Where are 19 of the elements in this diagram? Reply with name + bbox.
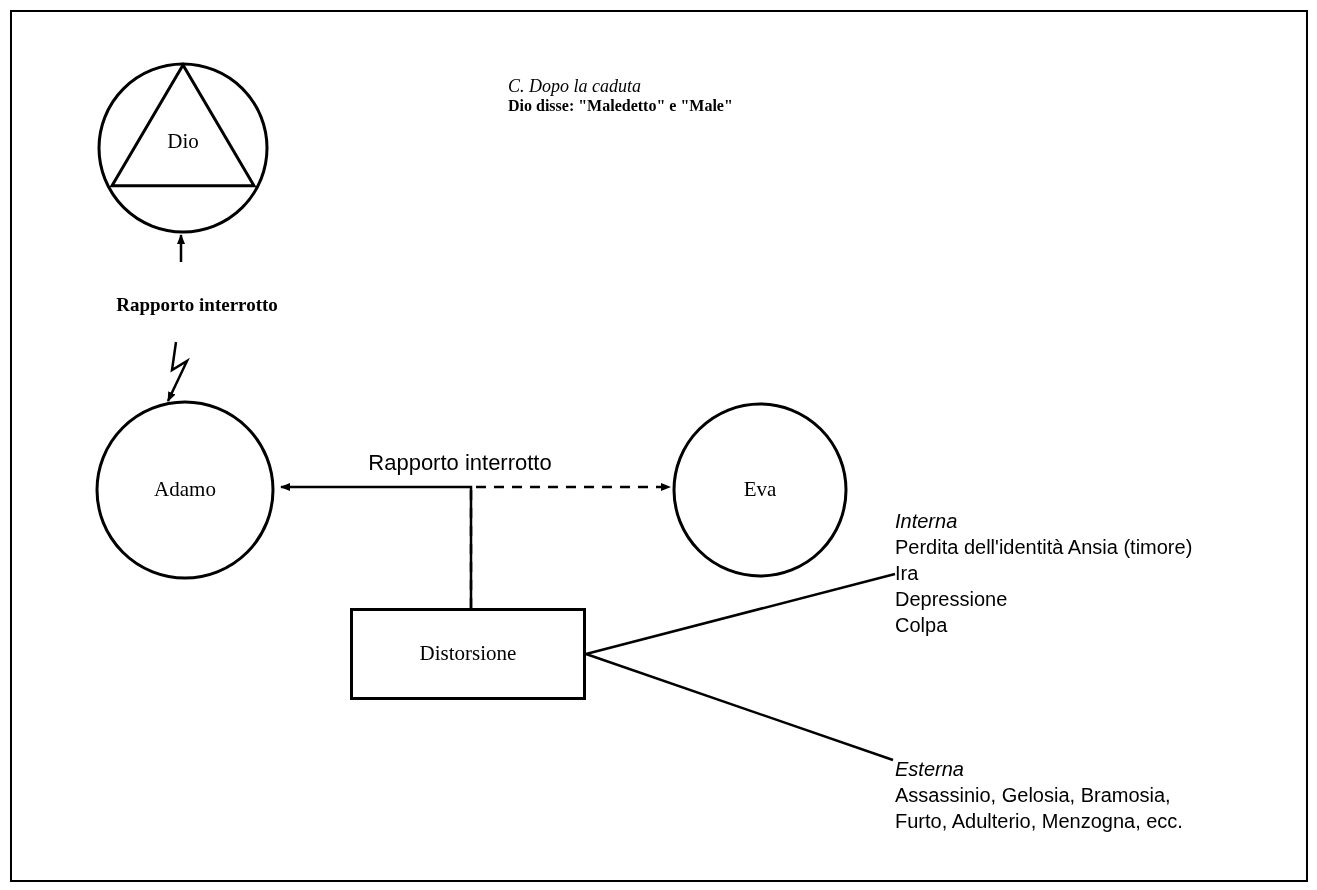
- node-label: Adamo: [153, 476, 217, 504]
- connector-line: [585, 652, 894, 762]
- connector-line: [585, 572, 896, 656]
- arrow: [166, 341, 190, 402]
- relation-label: Rapporto interrotto: [66, 290, 328, 320]
- arrow: [469, 483, 671, 608]
- category-heading: Interna: [895, 509, 959, 534]
- symptom-text: Perdita dell'identità Ansia (timore): [895, 535, 1194, 560]
- symptom-text: Depressione: [895, 587, 1009, 612]
- node-label: Eva: [742, 476, 778, 504]
- diagram-title: C. Dopo la caduta: [508, 76, 641, 96]
- symptom-text: Ira: [895, 561, 920, 586]
- category-heading: Esterna: [895, 757, 965, 782]
- arrow: [177, 234, 185, 262]
- node-label: Distorsione: [418, 640, 518, 668]
- symptom-text: Colpa: [895, 613, 949, 638]
- quote-text: Dio disse: "Maledetto" e "Male": [508, 96, 733, 116]
- node-label: Dio: [166, 128, 200, 155]
- symptom-text: Assassinio, Gelosia, Bramosia, Furto, Adulterio, Menzogna, ecc.: [895, 783, 1184, 834]
